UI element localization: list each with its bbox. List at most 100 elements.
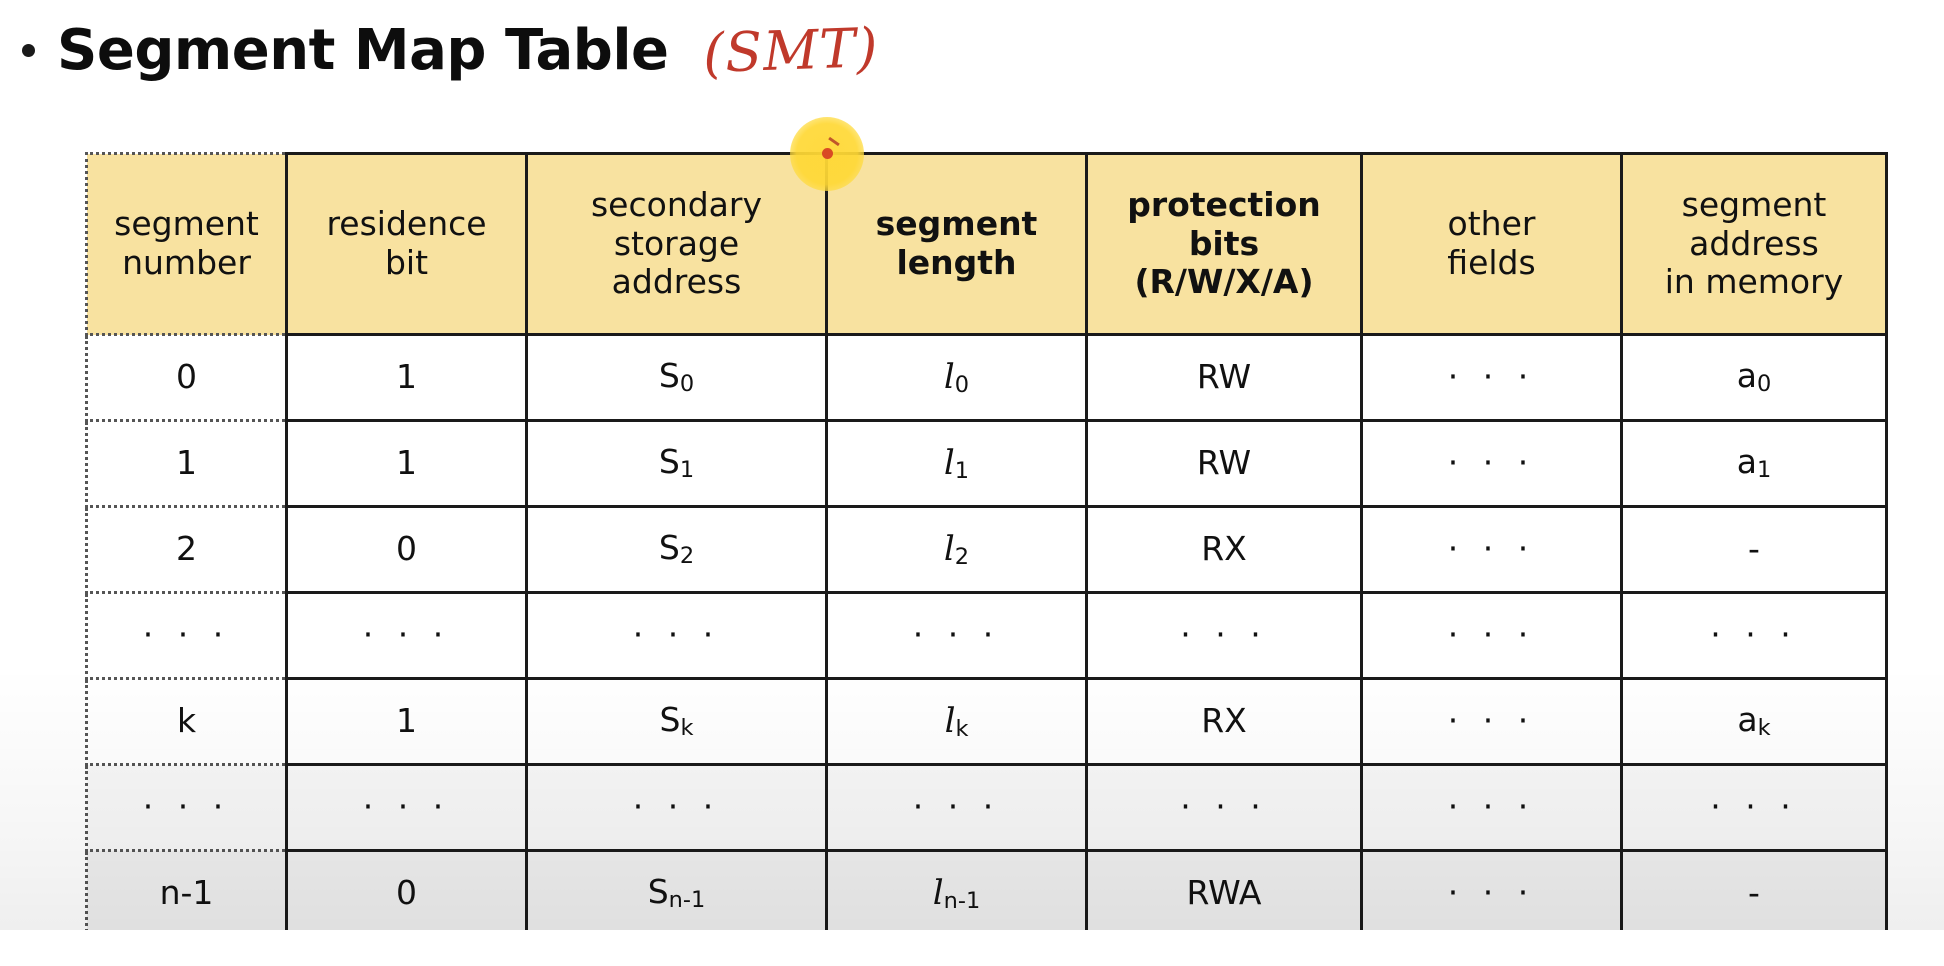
cell-other-fields: · · · [1360,849,1623,938]
value-base: l [943,442,955,483]
ellipsis-dots: · · · [1447,873,1536,913]
cell-segment-number: · · · [85,763,288,852]
value-subscript: 0 [1756,371,1772,398]
header-line: residence [326,204,487,244]
value-subscript: k [955,715,969,742]
ellipsis-dots: · · · [632,615,721,655]
cell-secondary-storage-address: S0 [525,333,828,422]
cell-residence-bit: · · · [285,763,528,852]
ellipsis-dots: · · · [1447,357,1536,397]
ellipsis-dots: · · · [912,787,1001,827]
cell-other-fields: · · · [1360,763,1623,852]
header-line: segment [114,204,259,244]
cell-segment-address-in-memory: - [1620,505,1888,594]
value-base: S [658,356,680,396]
cell-protection-bits: · · · [1085,763,1363,852]
cell-segment-length: l0 [825,333,1088,422]
ellipsis-dots: · · · [1710,787,1798,827]
value-base: S [659,700,681,740]
value-base: l [932,872,944,913]
cell-protection-bits: RW [1085,333,1363,422]
cell-segment-address-in-memory: ak [1620,677,1888,766]
value-base: l [943,356,955,397]
value-subscript: n-1 [943,887,981,914]
ellipsis-dots: · · · [362,615,451,655]
page-bottom-strip [0,930,1944,966]
cell-segment-number: 0 [85,333,288,422]
header-line: in memory [1664,262,1844,302]
ellipsis-dots: · · · [1447,615,1536,655]
cell-other-fields: · · · [1360,333,1623,422]
cell-residence-bit: 0 [285,849,528,938]
cell-segment-number: · · · [85,591,288,680]
value-subscript: 2 [954,543,970,570]
ellipsis-dots: · · · [1180,615,1268,655]
bullet-dot-icon [22,43,35,57]
column-header-segment-address-in-memory: segment address in memory [1620,152,1888,336]
cell-protection-bits: RX [1085,505,1363,594]
value-base: S [658,528,680,568]
value-base: - [1748,873,1760,913]
page-title: Segment Map Table [57,17,669,83]
cell-secondary-storage-address: Sk [525,677,828,766]
ellipsis-dots: · · · [1447,787,1536,827]
cell-protection-bits: RX [1085,677,1363,766]
cell-segment-number: 1 [85,419,288,508]
cell-secondary-storage-address: S2 [525,505,828,594]
cell-secondary-storage-address: · · · [525,591,828,680]
header-line: segment [875,204,1038,244]
ellipsis-dots: · · · [142,615,231,655]
header-line: bits [1188,223,1260,263]
cell-segment-number: n-1 [85,849,288,938]
ellipsis-dots: · · · [1180,787,1268,827]
cell-segment-address-in-memory: a1 [1620,419,1888,508]
cell-residence-bit: 0 [285,505,528,594]
ellipsis-dots: · · · [1447,443,1536,483]
cell-segment-length: · · · [825,763,1088,852]
cell-other-fields: · · · [1360,419,1623,508]
header-line: other [1447,204,1536,244]
cell-protection-bits: · · · [1085,591,1363,680]
header-line: storage [613,223,740,263]
value-subscript: 2 [679,543,695,570]
column-header-residence-bit: residence bit [285,152,528,336]
cell-other-fields: · · · [1360,591,1623,680]
value-base: a [1736,356,1757,396]
header-line: bit [384,243,429,282]
cell-residence-bit: 1 [285,333,528,422]
value-subscript: n-1 [668,887,706,914]
column-header-protection-bits: protection bits (R/W/X/A) [1085,152,1363,336]
cell-segment-address-in-memory: · · · [1620,591,1888,680]
cell-other-fields: · · · [1360,505,1623,594]
handwritten-ink-annotation: (SMT) [701,15,879,85]
ellipsis-dots: · · · [632,787,721,827]
cell-segment-address-in-memory: a0 [1620,333,1888,422]
segment-map-table-container: segment number residence bit secondary s… [85,152,1888,938]
value-subscript: 1 [954,457,970,484]
value-subscript: k [680,715,694,742]
column-header-segment-length: segment length [825,152,1088,336]
cell-segment-address-in-memory: · · · [1620,763,1888,852]
header-line: address [611,262,742,302]
ellipsis-dots: · · · [1447,529,1536,569]
value-base: S [647,872,669,912]
header-line: length [896,243,1017,282]
cell-segment-address-in-memory: - [1620,849,1888,938]
cell-protection-bits: RWA [1085,849,1363,938]
header-line: fields [1447,243,1536,282]
header-line: protection [1127,184,1321,224]
cell-segment-length: ln-1 [825,849,1088,938]
column-header-secondary-storage-address: secondary storage address [525,152,828,336]
header-line: secondary [590,184,762,224]
ellipsis-dots: · · · [142,787,231,827]
value-base: l [944,700,956,741]
value-base: S [658,442,680,482]
header-line: number [122,243,251,282]
value-base: l [943,528,955,569]
value-subscript: 0 [954,371,970,398]
ellipsis-dots: · · · [1447,701,1536,741]
